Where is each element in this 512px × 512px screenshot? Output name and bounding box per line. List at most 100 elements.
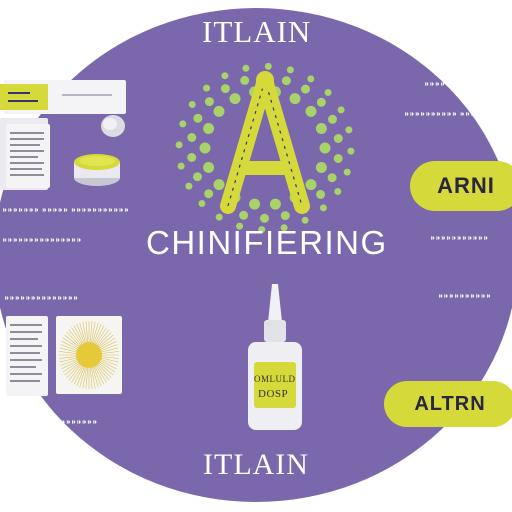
document-page-lower <box>6 316 48 396</box>
doc-line <box>8 100 38 102</box>
badge-bottom: ALTRN <box>384 381 512 427</box>
doc-line <box>10 144 40 146</box>
decorative-dot <box>316 189 326 199</box>
doc-line <box>10 373 42 375</box>
doc-line <box>10 352 40 354</box>
decorative-dot <box>187 133 197 142</box>
caption-right-2: ⁍⁍⁍⁍⁍⁍⁍⁍⁍⁍ ⁍⁍⁍ <box>404 109 476 121</box>
decorative-dot <box>177 162 185 170</box>
decorative-dot <box>315 162 327 173</box>
decorative-dot <box>264 62 272 70</box>
doc-line <box>10 174 44 176</box>
decorative-dot <box>242 64 250 72</box>
doc-line <box>10 156 38 158</box>
decorative-dot <box>198 200 206 207</box>
sunburst-icon <box>59 321 119 389</box>
doc-line <box>10 380 40 382</box>
decorative-dot <box>187 153 197 162</box>
decorative-dot <box>239 210 249 220</box>
decorative-dot <box>345 126 353 134</box>
decorative-dot <box>316 97 326 107</box>
caption-left-3: ⁍⁍⁍⁍⁍⁍⁍⁍⁍⁍⁍⁍⁍⁍ <box>4 293 79 305</box>
letter-a-emblem <box>175 62 355 234</box>
caption-left-2: ⁍⁍⁍⁍⁍⁍⁍⁍⁍⁍⁍⁍⁍⁍⁍ <box>2 235 82 247</box>
decorative-dot <box>289 93 301 105</box>
decorative-dot <box>286 66 294 74</box>
badge-top: ARNI <box>410 161 512 211</box>
caption-right-3: ⁍⁍⁍⁍⁍⁍⁍⁍⁍⁍⁍ <box>430 233 489 245</box>
decorative-dot <box>179 120 187 128</box>
decorative-dot <box>215 213 223 221</box>
decorative-dot <box>249 198 261 210</box>
bottle-icon <box>248 284 302 430</box>
decorative-dot <box>240 75 250 85</box>
decorative-dot <box>185 182 193 190</box>
decorative-dot <box>204 97 214 107</box>
decorative-dot <box>175 141 183 149</box>
title-bottom: ITLAIN <box>203 448 309 481</box>
decorative-dot <box>319 204 327 212</box>
decorative-dot <box>327 173 337 183</box>
doc-line <box>10 338 38 340</box>
caption-left-5: ⁍⁍⁍⁍⁍ <box>2 435 29 447</box>
capsule-icon <box>101 115 125 137</box>
decorative-dot <box>221 72 229 80</box>
bottle-label-line2: DOSP <box>258 388 289 400</box>
jar-icon <box>74 154 120 186</box>
decorative-dot <box>324 89 332 96</box>
decorative-dot <box>204 189 214 199</box>
caption-left-1: ⁍⁍⁍⁍⁍⁍⁍ ⁍⁍⁍⁍⁍ ⁍⁍⁍⁍⁍⁍⁍⁍⁍⁍⁍ <box>2 205 130 217</box>
doc-line <box>10 162 44 164</box>
decorative-dot <box>301 216 309 224</box>
title-center: CHINIFIERING <box>146 224 388 261</box>
decorative-dot <box>343 168 351 176</box>
doc-line <box>10 168 42 170</box>
decorative-dot <box>305 105 317 117</box>
doc-line <box>10 345 42 347</box>
bottle-label-line1: OMLULD <box>254 374 296 384</box>
decorative-dot <box>229 93 241 105</box>
decorative-dot <box>333 134 343 143</box>
doc-line <box>10 132 44 134</box>
doc-line <box>62 94 112 96</box>
decorative-dot <box>203 84 211 92</box>
doc-line <box>10 359 42 361</box>
doc-line <box>10 138 44 140</box>
yellow-tag <box>0 84 48 110</box>
decorative-dot <box>280 224 288 232</box>
decorative-dot <box>307 75 315 83</box>
decorative-dot <box>337 106 345 114</box>
decorative-dot <box>193 172 202 182</box>
decorative-dot <box>193 113 203 123</box>
decorative-dot <box>347 147 355 155</box>
decorative-dot <box>305 179 317 191</box>
decorative-dot <box>260 213 269 223</box>
decorative-dot <box>319 142 331 154</box>
caption-right-4: ⁍⁍⁍⁍⁍⁍⁍⁍⁍⁍ <box>438 291 492 303</box>
decorative-dot <box>213 179 225 191</box>
decorative-dot <box>199 142 211 154</box>
doc-line <box>10 366 36 368</box>
decorative-dot <box>203 123 215 134</box>
decorative-dot <box>333 154 343 163</box>
doc-line <box>10 324 42 326</box>
decorative-dot <box>236 222 244 230</box>
decorative-dot <box>281 76 291 86</box>
caption-left-4: ⁍⁍⁍⁍⁍⁍⁍⁍⁍⁍⁍⁍⁍⁍⁍⁍⁍⁍ <box>2 417 98 429</box>
doc-line <box>10 150 44 152</box>
decorative-dot <box>213 105 225 117</box>
doc-line <box>10 331 42 333</box>
decorative-dot <box>269 198 281 210</box>
decorative-dot <box>280 211 290 221</box>
decorative-dot <box>328 114 337 124</box>
decorative-dot <box>334 188 342 195</box>
decorative-dot <box>258 226 266 234</box>
decorative-dot <box>188 101 196 108</box>
decorative-dot <box>220 84 230 94</box>
decorative-dot <box>203 162 215 173</box>
doc-line <box>8 92 30 94</box>
decorative-dot <box>315 123 327 134</box>
title-top: ITLAIN <box>202 14 312 49</box>
caption-right-1: ⁍⁍⁍⁍ ⁍⁍⁍⁍⁍⁍ <box>424 79 480 91</box>
